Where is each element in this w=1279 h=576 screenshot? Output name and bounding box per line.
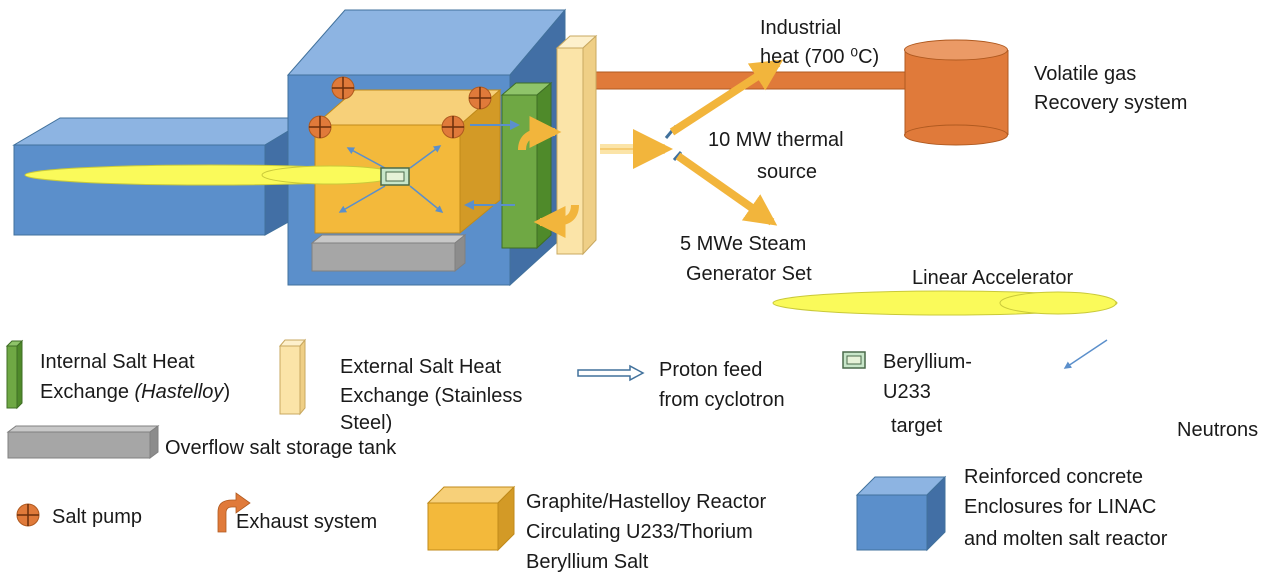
legend-reactor-label-1: Graphite/Hastelloy Reactor — [526, 491, 767, 513]
legend-concrete-label-3: and molten salt reactor — [964, 528, 1168, 550]
industrial-heat-label-2: heat (700 ⁰C) — [760, 46, 880, 68]
industrial-heat-label-1: Industrial — [760, 17, 842, 39]
steam-generator-arrow — [675, 152, 778, 226]
legend-salt-pump-icon — [16, 503, 40, 527]
legend-proton-feed-label-1: Proton feed — [659, 359, 763, 381]
steam-generator-label-1: 5 MWe Steam — [680, 233, 807, 255]
legend-neutron-arrow-icon — [1063, 339, 1108, 369]
overflow-tank — [310, 233, 467, 273]
volatile-gas-label-2: Recovery system — [1034, 92, 1188, 114]
salt-pumps — [308, 76, 492, 139]
thermal-source-label-2: source — [757, 161, 818, 183]
legend-reactor-label-2: Circulating U233/Thorium — [526, 521, 753, 543]
steam-generator-label-2: Generator Set — [686, 263, 812, 285]
neutron-arrows — [338, 145, 444, 213]
legend-exhaust-arrow-icon — [217, 492, 251, 533]
legend-concrete-label-1: Reinforced concrete — [964, 466, 1143, 488]
legend-concrete-icon — [855, 475, 947, 552]
legend-salt-pump-label: Salt pump — [52, 506, 143, 528]
legend-beryllium-label-3: target — [891, 415, 943, 437]
industrial-heat-arrow — [669, 59, 784, 136]
legend-external-hx-icon — [278, 338, 307, 416]
legend-concrete-label-2: Enclosures for LINAC — [964, 496, 1157, 518]
legend-overflow-label: Overflow salt storage tank — [165, 437, 397, 459]
salt-pump-icon — [331, 76, 355, 100]
legend-internal-hx-label-2: Exchange (Hastelloy) — [40, 381, 231, 403]
legend-reactor-label-3: Beryllium Salt — [526, 551, 649, 573]
salt-pump-icon — [441, 115, 465, 139]
salt-pump-icon — [308, 115, 332, 139]
reactor-core — [313, 88, 502, 235]
legend-beryllium-label-1: Beryllium- — [883, 351, 972, 373]
legend-beryllium-target-icon — [842, 351, 866, 369]
legend-exhaust-label: Exhaust system — [236, 511, 378, 533]
legend-external-hx-label-1: External Salt Heat — [340, 356, 502, 378]
legend-internal-hx-label-1: Internal Salt Heat — [40, 351, 195, 373]
legend-beryllium-label-2: U233 — [883, 381, 931, 403]
legend-overflow-tank-icon — [6, 425, 160, 459]
salt-pump-icon — [468, 86, 492, 110]
legend-external-hx-label-3: Steel) — [340, 412, 393, 434]
legend-reactor-icon — [426, 485, 516, 552]
legend-internal-hx-icon — [5, 339, 24, 410]
legend-neutrons-label: Neutrons — [1177, 419, 1259, 441]
volatile-gas-label-1: Volatile gas — [1034, 63, 1137, 85]
volatile-gas-recovery-tank — [904, 39, 1009, 146]
thermal-source-label-1: 10 MW thermal — [708, 129, 844, 151]
linear-accelerator-label: Linear Accelerator — [912, 267, 1074, 289]
legend-proton-feed-label-2: from cyclotron — [659, 389, 785, 411]
legend-proton-feed-icon — [577, 364, 645, 382]
legend-external-hx-label-2: Exchange (Stainless — [340, 385, 523, 407]
